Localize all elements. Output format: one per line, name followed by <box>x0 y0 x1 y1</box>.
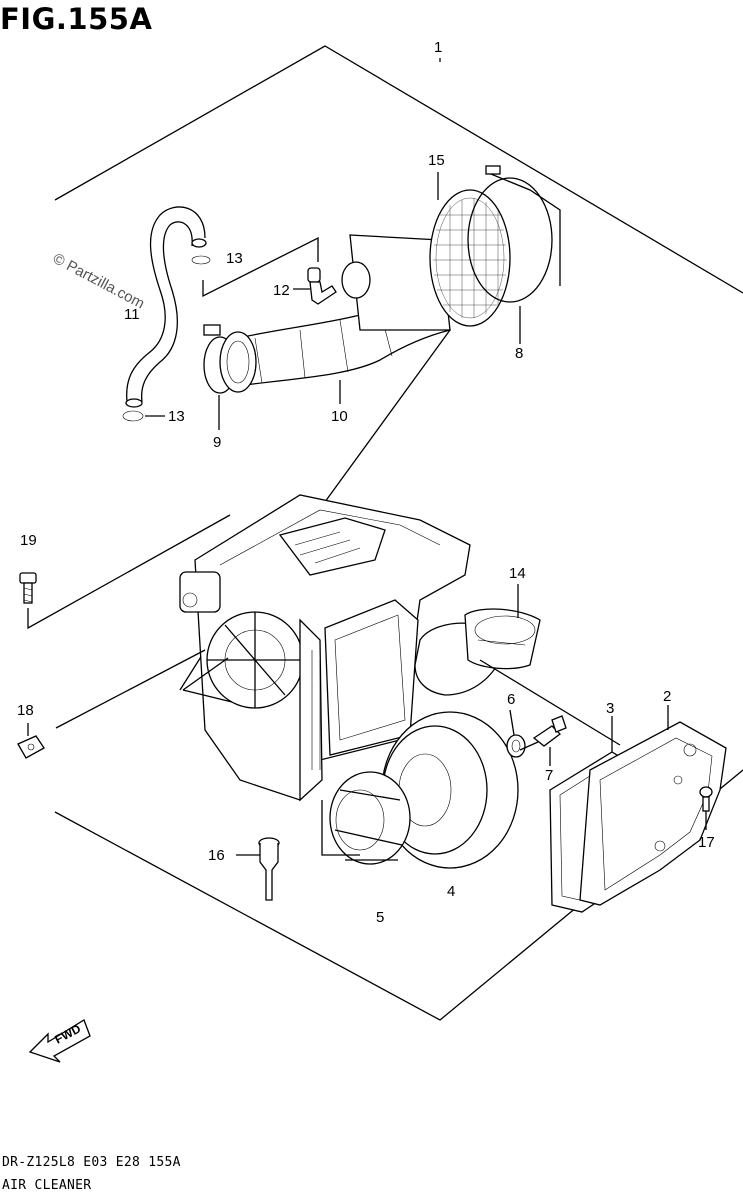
callout-8: 8 <box>515 345 524 362</box>
cover-screw <box>699 786 713 812</box>
forward-arrow-icon <box>28 1019 91 1063</box>
air-cleaner-case <box>179 494 471 802</box>
filter-cage <box>329 771 411 865</box>
callout-2: 2 <box>663 688 672 705</box>
callout-11: 11 <box>124 306 140 323</box>
figure-title: FIG.155A <box>0 2 153 36</box>
callout-13-lower: 13 <box>168 408 185 425</box>
callout-13-upper: 13 <box>226 250 243 267</box>
intake-funnel <box>414 608 541 696</box>
callout-7: 7 <box>545 767 554 784</box>
filter-frame <box>467 165 561 303</box>
breather-hose <box>125 206 207 408</box>
callout-12: 12 <box>273 282 290 299</box>
wing-bolt <box>519 715 567 751</box>
seal-ring <box>506 734 526 758</box>
diagram-code: DR-Z125L8 E03 E28 155A <box>2 1155 181 1170</box>
callout-3: 3 <box>606 700 615 717</box>
callout-9: 9 <box>213 434 222 451</box>
callout-19: 19 <box>20 532 37 549</box>
callout-15: 15 <box>428 152 445 169</box>
bolt-19 <box>19 572 37 604</box>
callout-17: 17 <box>698 834 715 851</box>
callout-5: 5 <box>376 909 385 926</box>
clamp-band <box>203 324 257 394</box>
hose-clamp-upper <box>191 255 211 265</box>
breather-fitting <box>307 267 337 305</box>
callout-1: 1 <box>434 39 443 56</box>
air-cleaner-cover <box>579 721 727 906</box>
callout-6: 6 <box>507 691 516 708</box>
callout-18: 18 <box>17 702 34 719</box>
callout-10: 10 <box>331 408 348 425</box>
clip-nut-18 <box>17 735 45 759</box>
callout-16: 16 <box>208 847 225 864</box>
hose-clamp-lower <box>122 410 144 422</box>
callout-14: 14 <box>509 565 526 582</box>
diagram-name: AIR CLEANER <box>2 1178 92 1193</box>
assembly-boundary <box>54 45 743 294</box>
drain-plug <box>258 837 280 901</box>
callout-4: 4 <box>447 883 456 900</box>
intake-tube <box>229 234 451 386</box>
